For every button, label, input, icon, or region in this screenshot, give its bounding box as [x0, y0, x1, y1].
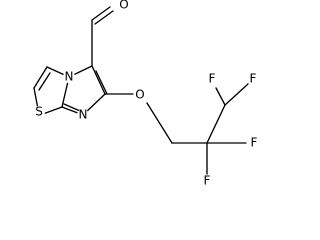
bond-c2-s — [33, 87, 39, 110]
bond-chf2-f-top-right — [224, 83, 249, 106]
fluorine-top-right-label: F — [250, 72, 257, 86]
bond-lines — [33, 6, 249, 175]
nitrogen-bridge-mask — [63, 71, 75, 83]
nitrogen-bridge-label: N — [65, 70, 74, 84]
chemical-structure: O N N S O F F F F — [33, 0, 260, 188]
bond-s-c7a — [42, 106, 63, 115]
oxygen-ether-mask — [134, 89, 146, 101]
sulfur-mask — [33, 106, 45, 118]
nitrogen-ring-label: N — [79, 108, 88, 122]
bond-aldehyde-carbon-oxygen-2 — [94, 10, 114, 25]
fluorine-top-left-label: F — [209, 72, 216, 86]
fluorine-top-left-mask — [206, 73, 218, 85]
bond-c5-c6-inner — [95, 70, 108, 95]
bond-oether-ch2 — [146, 102, 173, 144]
bond-c1-c2-inner — [38, 72, 51, 91]
bond-aldehyde-carbon-oxygen-1 — [91, 6, 111, 21]
sulfur-label: S — [35, 105, 43, 119]
fluorine-bottom-label: F — [204, 174, 211, 188]
fluorine-right-mask — [248, 137, 260, 149]
structure-svg: O N N S O F F F F — [33, 0, 260, 188]
fluorine-top-right-mask — [247, 73, 259, 85]
bond-c1-c2 — [33, 66, 48, 89]
atom-labels: O N N S O F F F F — [33, 0, 260, 188]
bond-cf2-chf2 — [206, 104, 226, 144]
nitrogen-ring-mask — [77, 109, 89, 121]
oxygen-ether-label: O — [135, 88, 144, 102]
fluorine-right-label: F — [251, 136, 258, 150]
bond-nring-c7a-inner — [63, 103, 81, 112]
oxygen-aldehyde-label: O — [119, 0, 128, 12]
oxygen-aldehyde-mask — [118, 0, 130, 11]
bond-c5-c6 — [91, 65, 106, 95]
fluorine-bottom-mask — [201, 175, 213, 187]
bond-chf2-f-top-left — [215, 87, 226, 106]
